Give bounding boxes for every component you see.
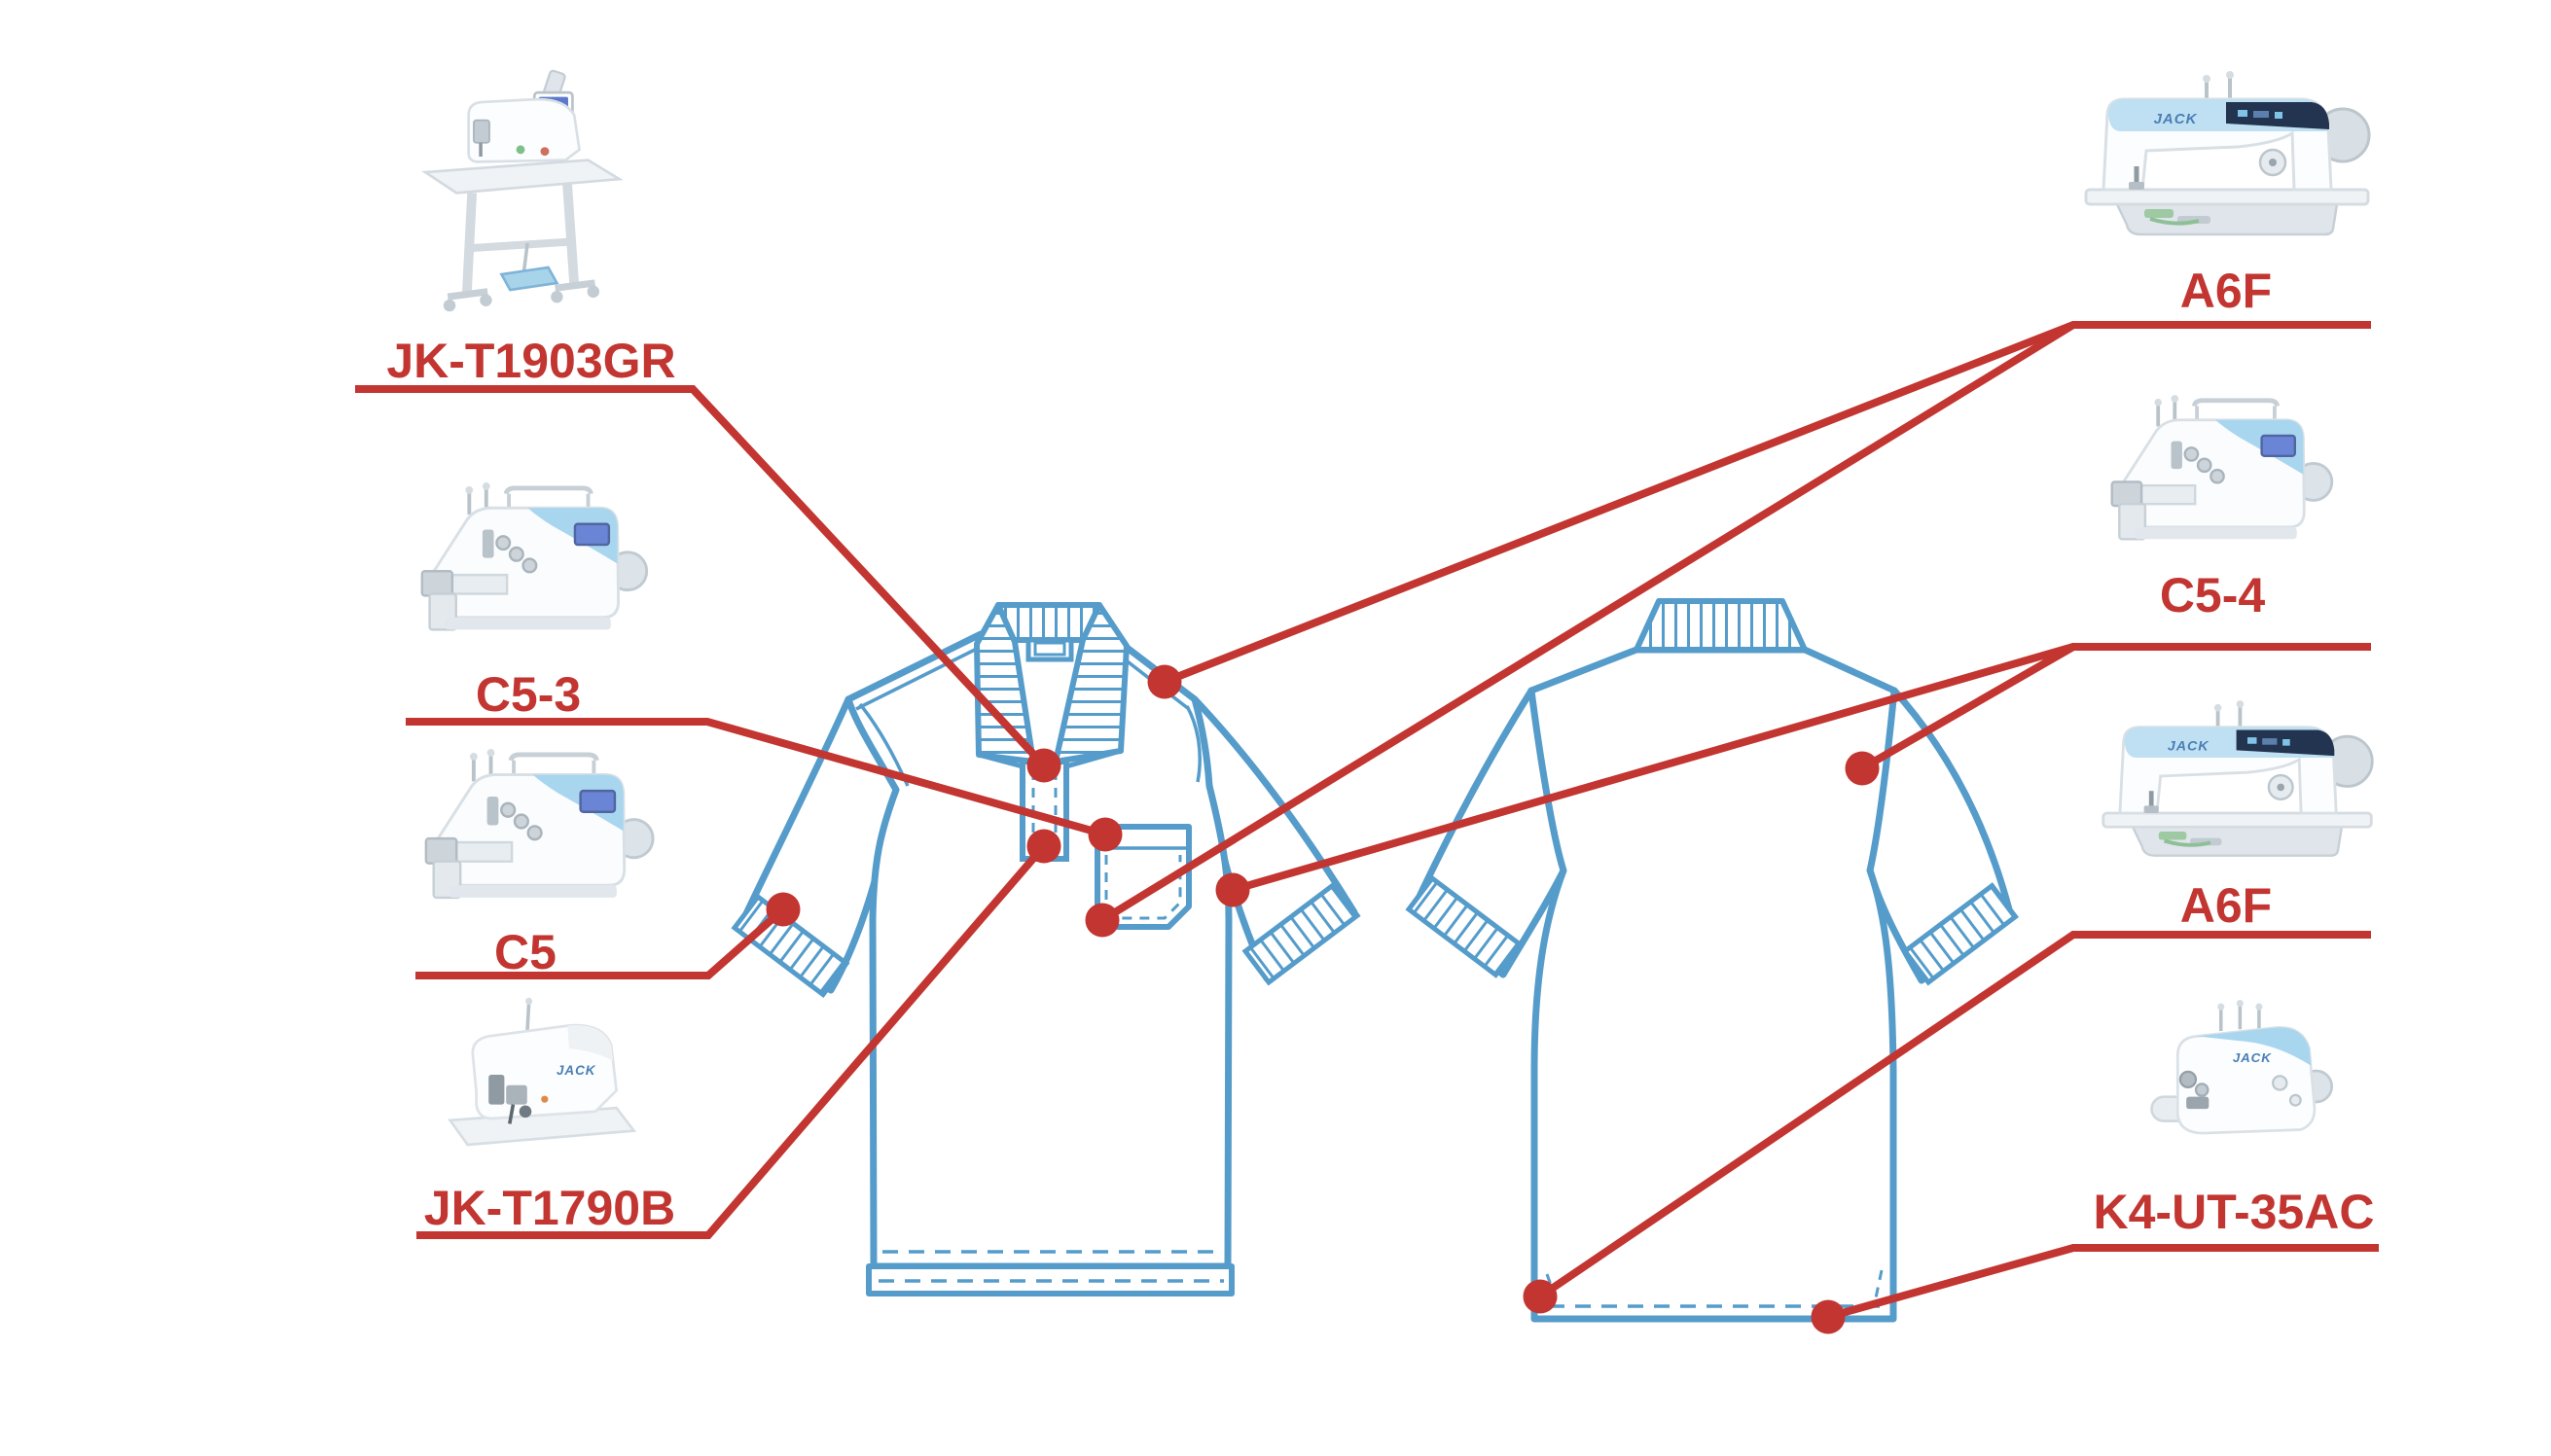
front-left-cuff-rib (731, 893, 850, 999)
leader-jk-t1790b (416, 843, 1048, 1239)
label-c5-4: C5-4 (2160, 568, 2266, 622)
leader-lines (355, 321, 2379, 1321)
label-a6f-top: A6F (2180, 264, 2272, 318)
machine-a6f-top-image (2086, 71, 2369, 234)
marker-front-pocket-bottom (1085, 903, 1120, 938)
front-collar-loop-inner (1033, 641, 1066, 657)
marker-front-right-side-seam (1215, 872, 1250, 907)
back-neck-band (1634, 598, 1808, 653)
machine-jk-t1790b-image (448, 996, 636, 1147)
machine-c5-4-image (2112, 395, 2332, 539)
machine-a6f-bottom-image (2103, 700, 2372, 856)
leader-a6f-bottom (1537, 931, 2371, 1300)
front-right-cuff-rib (1241, 880, 1361, 986)
leader-k4-ut-35ac (1826, 1244, 2379, 1321)
marker-front-left-cuff (766, 892, 801, 927)
label-jk-t1903gr: JK-T1903GR (386, 334, 675, 388)
leader-c5-4-side-seam (1231, 643, 2075, 894)
leader-a6f-top-pocket (1099, 321, 2076, 924)
marker-back-right-armhole (1845, 751, 1880, 786)
front-collar-left (974, 602, 1036, 764)
marker-front-pocket-top (1088, 817, 1123, 852)
machine-c5-3-image (422, 482, 647, 629)
front-neck-v-left (976, 752, 1025, 769)
leader-c5-3 (406, 718, 1107, 838)
front-pocket-stitch (1104, 855, 1182, 920)
machine-k4-ut-35ac-image (2149, 998, 2334, 1135)
label-k4-ut-35ac: K4-UT-35AC (2094, 1185, 2375, 1239)
front-collar-right (1053, 602, 1130, 764)
leader-jk-t1903gr (355, 385, 1047, 768)
shirt-back (1405, 598, 2020, 1323)
front-body (844, 630, 1233, 1270)
leader-c5 (415, 906, 786, 979)
back-right-vent-stitch (1872, 1269, 1884, 1308)
marker-dots (766, 664, 1880, 1334)
marker-front-right-shoulder (1147, 664, 1182, 699)
marker-back-left-side-hem (1523, 1279, 1558, 1314)
marker-front-placket-top (1026, 748, 1061, 783)
shirt-front (731, 602, 1361, 1296)
label-c5-3: C5-3 (476, 667, 581, 722)
front-right-armhole-seam (1185, 705, 1202, 783)
machine-jk-t1903gr-image (425, 70, 619, 311)
back-right-cuff-rib (1901, 882, 2020, 986)
label-a6f-bottom: A6F (2180, 878, 2272, 933)
marker-back-bottom-hem (1811, 1299, 1846, 1334)
back-left-cuff-rib (1405, 874, 1523, 978)
front-neck-v-right (1063, 748, 1124, 769)
label-jk-t1790b: JK-T1790B (424, 1181, 675, 1235)
marker-front-placket-bottom (1026, 829, 1061, 864)
machine-c5-image (426, 749, 653, 898)
front-left-shoulder-seam (855, 644, 984, 711)
label-c5: C5 (494, 925, 557, 979)
